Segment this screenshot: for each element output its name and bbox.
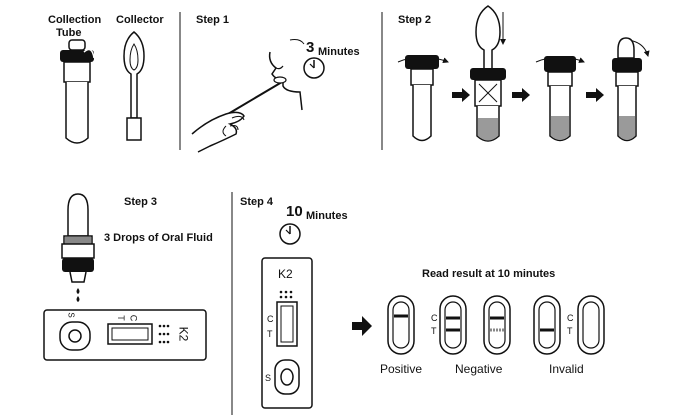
step3-cassette-s-label: S xyxy=(66,312,76,318)
arrow-right-icon xyxy=(586,88,604,102)
arrow-right-icon xyxy=(512,88,530,102)
step4-cassette-brand: K2 xyxy=(278,267,293,281)
collection-tube-drawing xyxy=(60,39,95,144)
step3-dropper-drawing xyxy=(61,193,95,302)
step1-label: Step 1 xyxy=(196,14,230,26)
step2-tube-open-drawing xyxy=(397,55,449,142)
clock-icon xyxy=(279,223,301,245)
result-strip-invalid-2 xyxy=(577,295,605,355)
arrow-right-icon xyxy=(452,88,470,102)
step3-cassette-t-label: T xyxy=(115,315,126,321)
step4-minutes-unit: Minutes xyxy=(306,210,348,222)
step2-label: Step 2 xyxy=(398,14,432,26)
step4-minutes-number: 10 xyxy=(286,203,303,220)
step4-cassette-drawing xyxy=(261,257,313,409)
result-strip-negative-1 xyxy=(439,295,467,355)
step1-minutes-number: 3 xyxy=(306,39,315,56)
collection-tube-label-line2: Tube xyxy=(56,27,82,39)
result-strip-positive xyxy=(387,295,415,355)
step3-label: Step 3 xyxy=(124,196,158,208)
collection-tube-label-line1: Collection xyxy=(48,14,102,26)
collector-drawing xyxy=(123,31,145,141)
positive-label: Positive xyxy=(380,362,423,376)
result-strip-negative-2 xyxy=(483,295,511,355)
step3-cassette-brand: K2 xyxy=(176,326,191,342)
result-c-label-invalid: C xyxy=(567,313,574,323)
result-c-label: C xyxy=(431,313,438,323)
result-strip-invalid-1 xyxy=(533,295,561,355)
invalid-label: Invalid xyxy=(549,362,584,376)
result-t-label: T xyxy=(431,326,437,336)
clock-icon xyxy=(303,57,325,79)
negative-label: Negative xyxy=(455,362,503,376)
result-t-label-invalid: T xyxy=(567,326,573,336)
collector-label: Collector xyxy=(116,14,164,26)
step2-tube-cap-open-drawing xyxy=(612,37,650,142)
step3-note: 3 Drops of Oral Fluid xyxy=(104,232,213,244)
step1-face-hand-drawing xyxy=(191,39,305,153)
step3-cassette-c-label: C xyxy=(128,314,139,322)
step4-cassette-c-label: C xyxy=(267,314,274,324)
step2-swab-insert-drawing xyxy=(470,5,506,142)
step2-tube-close-drawing xyxy=(535,56,585,142)
step4-cassette-t-label: T xyxy=(267,329,273,339)
step1-minutes-unit: Minutes xyxy=(318,46,360,58)
step4-cassette-s-label: S xyxy=(265,373,272,383)
step4-label: Step 4 xyxy=(240,196,274,208)
arrow-right-icon xyxy=(352,316,372,336)
read-result-label: Read result at 10 minutes xyxy=(422,268,556,280)
step3-cassette-drawing xyxy=(43,309,207,361)
